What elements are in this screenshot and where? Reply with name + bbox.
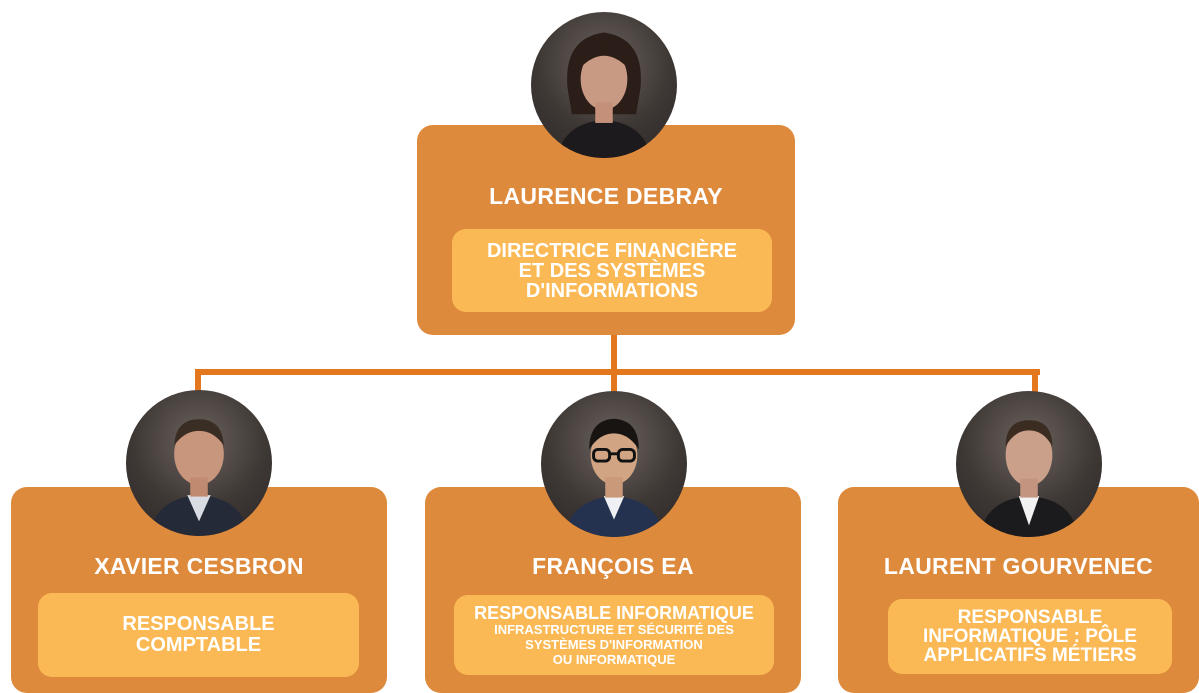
- director-name: LAURENCE DEBRAY: [489, 183, 723, 209]
- director-role-line-3: D'INFORMATIONS: [525, 279, 699, 302]
- report-role-box-xavier: RESPONSABLE COMPTABLE: [38, 593, 359, 677]
- portrait-woman-icon: [557, 32, 651, 158]
- connector-right-drop: [1032, 369, 1038, 393]
- director-role-box: DIRECTRICE FINANCIÈRE ET DES SYSTÈMES D'…: [452, 229, 772, 312]
- portrait-man-glasses-icon: [564, 418, 664, 537]
- report-card-xavier: XAVIER CESBRON RESPONSABLE COMPTABLE: [11, 487, 387, 693]
- report-role-box-francois: RESPONSABLE INFORMATIQUE INFRASTRUCTURE …: [454, 595, 774, 675]
- portrait-man-suit-icon: [979, 420, 1079, 537]
- report-role-title: RESPONSABLE INFORMATIQUE: [474, 602, 754, 623]
- connector-center-drop: [611, 369, 617, 393]
- report-name-xavier: XAVIER CESBRON: [94, 553, 304, 579]
- report-role-box-laurent: RESPONSABLE INFORMATIQUE : PÔLE APPLICAT…: [888, 599, 1172, 674]
- report-role-line-1: RESPONSABLE: [957, 607, 1103, 628]
- report-photo-xavier: [126, 390, 272, 536]
- report-photo-francois: [541, 391, 687, 537]
- connector-horizontal: [195, 369, 1040, 375]
- connector-trunk: [611, 334, 617, 374]
- report-name-francois: FRANÇOIS EA: [532, 553, 694, 579]
- report-name-laurent: LAURENT GOURVENEC: [883, 553, 1154, 579]
- director-role-line-2: ET DES SYSTÈMES: [518, 259, 706, 282]
- director-role-line-1: DIRECTRICE FINANCIÈRE: [486, 239, 737, 262]
- report-card-francois: FRANÇOIS EA RESPONSABLE INFORMATIQUE INF…: [425, 487, 801, 693]
- report-photo-laurent: [956, 391, 1102, 537]
- connector-left-drop: [195, 369, 201, 393]
- report-role-line-3: OU INFORMATIQUE: [552, 651, 676, 667]
- report-role-line-3: APPLICATIFS MÉTIERS: [923, 645, 1137, 666]
- report-role-line-2: SYSTÈMES D'INFORMATION: [525, 636, 703, 652]
- report-role-line-2: COMPTABLE: [135, 634, 262, 656]
- report-role-line-1: RESPONSABLE: [122, 613, 275, 635]
- report-role-line-1: INFRASTRUCTURE ET SÉCURITÉ DES: [494, 621, 734, 637]
- portrait-man-icon: [149, 419, 249, 536]
- report-role-line-2: INFORMATIQUE : PÔLE: [923, 626, 1137, 647]
- director-card: LAURENCE DEBRAY DIRECTRICE FINANCIÈRE ET…: [417, 125, 795, 335]
- director-photo: [531, 12, 677, 158]
